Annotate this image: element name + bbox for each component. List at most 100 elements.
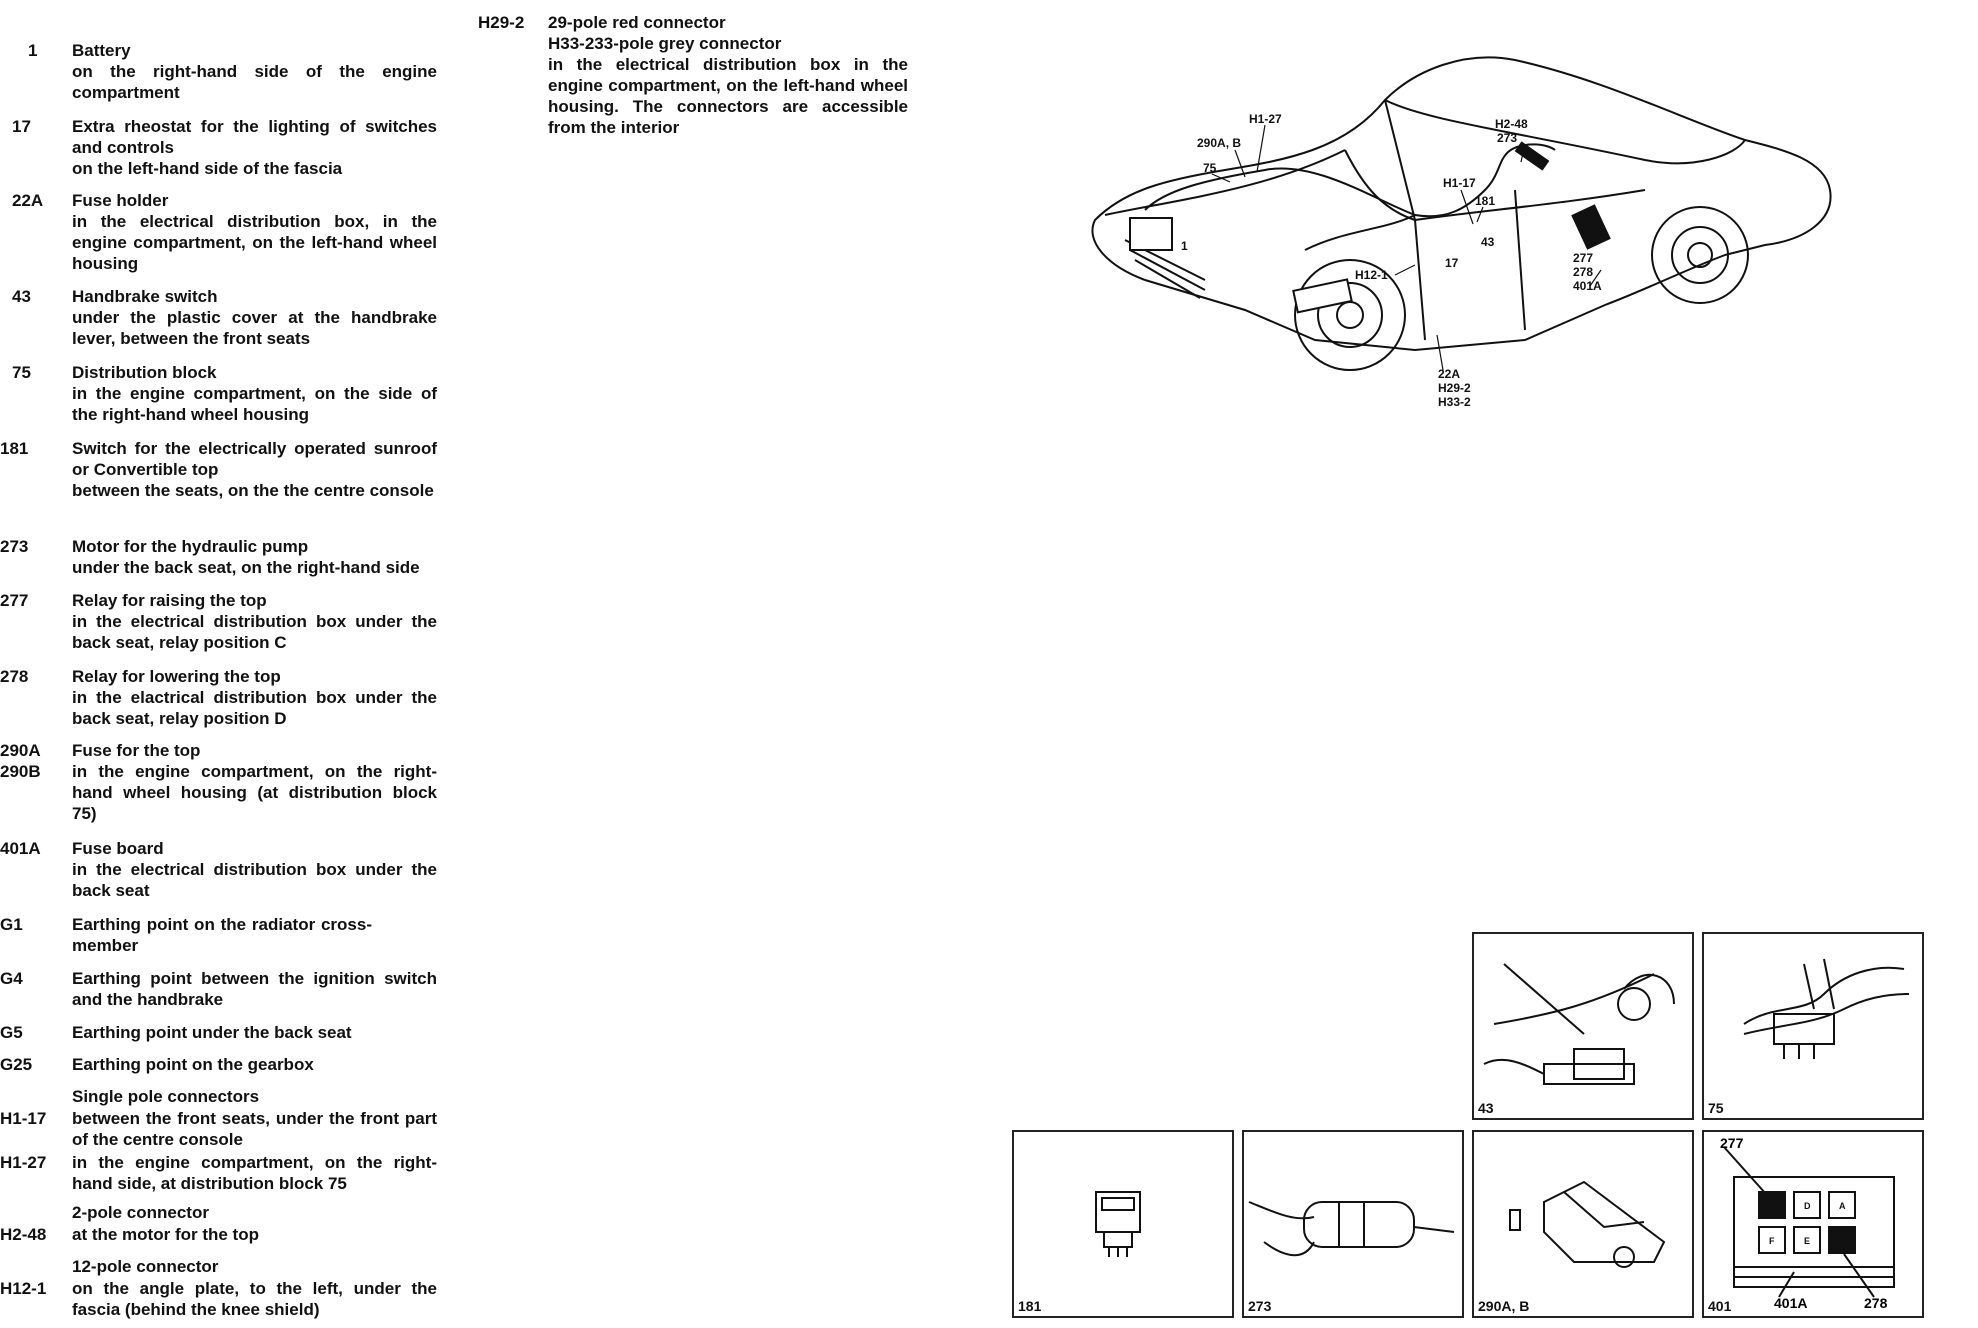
inset-caption: 75: [1708, 1100, 1724, 1116]
legend-code: 290A 290B: [0, 741, 41, 781]
legend-code: 17: [12, 117, 31, 136]
inset-181-sunroof-switch: 181: [1012, 1130, 1234, 1318]
inset-caption: 181: [1018, 1298, 1042, 1314]
label-h12-1: H12-1: [1355, 268, 1388, 282]
label-278: 278: [1573, 265, 1593, 279]
label-43: 43: [1481, 235, 1495, 249]
connector-line1: 29-pole red connector: [548, 13, 726, 32]
legend-code: 277: [0, 591, 29, 610]
battery-shape: [1129, 217, 1173, 251]
label-401a: 401A: [1573, 279, 1602, 293]
legend-title: 2-pole connector: [72, 1203, 209, 1222]
legend-title: Distribution block: [72, 363, 217, 382]
legend-desc: in the engine compartment, on the side o…: [72, 384, 437, 424]
relay-position-e: E: [1804, 1236, 1810, 1246]
legend-desc: under the back seat, on the right-hand s…: [72, 558, 420, 577]
legend-title: Fuse for the top: [72, 741, 201, 760]
legend-code: 75: [12, 363, 31, 382]
legend-title: at the motor for the top: [72, 1225, 259, 1244]
legend-title: 12-pole connector: [72, 1257, 219, 1276]
legend-code: 22A: [12, 191, 44, 210]
connector-code: H29-2: [478, 13, 525, 32]
legend-title: Motor for the hydraulic pump: [72, 537, 309, 556]
legend-title: in the engine compartment, on the right-…: [72, 1153, 437, 1193]
label-277: 277: [1573, 251, 1593, 265]
legend-code: H2-48: [0, 1225, 47, 1244]
inset-caption: 273: [1248, 1298, 1272, 1314]
inset-label-401a: 401A: [1774, 1295, 1807, 1311]
legend-desc: in the electrical distribution box under…: [72, 612, 437, 652]
label-h1-27: H1-27: [1249, 112, 1282, 126]
legend-code: G5: [0, 1023, 23, 1042]
label-75: 75: [1203, 161, 1217, 175]
label-h2-48: H2-48: [1495, 117, 1528, 131]
legend-title: Earthing point between the ignition swit…: [72, 969, 437, 1009]
inset-caption: 290A, B: [1478, 1298, 1530, 1314]
connector-line2: H33-233-pole grey connector: [548, 34, 782, 53]
legend-code: 278: [0, 667, 29, 686]
inset-caption: 43: [1478, 1100, 1494, 1116]
inset-label-278: 278: [1864, 1295, 1888, 1311]
car-wiring-diagram: H1-27 290A, B 75 1 H2-48 273 H1-17 181 4…: [1091, 56, 1832, 409]
label-22a: 22A: [1438, 367, 1460, 381]
legend-title: Switch for the electrically operated sun…: [72, 439, 437, 479]
legend-title: Extra rheostat for the lighting of switc…: [72, 117, 437, 157]
legend-title: Earthing point under the back seat: [72, 1023, 352, 1042]
distribution-block-drawing: [1743, 958, 1910, 1059]
inset-273-hydraulic-motor: 273: [1242, 1130, 1464, 1318]
legend-code: H1-17: [0, 1109, 47, 1128]
connector-desc: in the electrical distribution box in th…: [548, 55, 908, 137]
legend-desc: under the plastic cover at the handbrake…: [72, 308, 437, 348]
relay-position-d: D: [1804, 1201, 1811, 1211]
handbrake-switch-drawing: [1483, 963, 1675, 1085]
legend-code: 401A: [0, 839, 41, 858]
inset-290ab-fuse-location: 290A, B: [1472, 1130, 1694, 1318]
label-h33-2: H33-2: [1438, 395, 1471, 409]
label-h29-2: H29-2: [1438, 381, 1471, 395]
inset-401-fuse-board: D A F E 277 401A 278 401: [1702, 1130, 1924, 1318]
inset-75-distribution-block: 75: [1702, 932, 1924, 1120]
legend-desc: in the electrical distribution box, in t…: [72, 212, 437, 273]
legend-title: Relay for lowering the top: [72, 667, 281, 686]
legend-desc: on the left-hand side of the fascia: [72, 159, 343, 178]
hydraulic-motor-drawing: [1248, 1201, 1455, 1257]
legend-title: Battery: [72, 41, 131, 60]
legend-desc: in the engine compartment, on the right-…: [72, 762, 437, 823]
legend-title: between the front seats, under the front…: [72, 1109, 437, 1149]
legend-title: Earthing point on the radiator cross-mem…: [72, 915, 372, 955]
legend-code: H1-27: [0, 1153, 47, 1172]
legend-title: Handbrake switch: [72, 287, 218, 306]
sunroof-switch-drawing: [1095, 1191, 1141, 1257]
fuse-board-drawing: D A F E 277 401A 278: [1720, 1135, 1895, 1311]
legend-code: 1: [28, 41, 38, 60]
relay-position-f: F: [1769, 1236, 1775, 1246]
fuse-location-drawing: [1509, 1180, 1666, 1268]
legend-title: Earthing point on the gearbox: [72, 1055, 314, 1074]
legend-title: on the angle plate, to the left, under t…: [72, 1279, 437, 1319]
label-h1-17: H1-17: [1443, 176, 1476, 190]
legend-title: Single pole connectors: [72, 1087, 260, 1106]
legend-code: H12-1: [0, 1279, 47, 1298]
legend-title: Fuse holder: [72, 191, 169, 210]
legend-desc: between the seats, on the the centre con…: [72, 481, 434, 500]
legend-desc: in the elactrical distribution box under…: [72, 688, 437, 728]
legend-desc: on the right-hand side of the engine com…: [72, 62, 437, 102]
legend-title: Relay for raising the top: [72, 591, 267, 610]
legend-code: G4: [0, 969, 23, 988]
relay-position-a: A: [1839, 1201, 1846, 1211]
label-181: 181: [1475, 194, 1495, 208]
inset-caption: 401: [1708, 1298, 1732, 1314]
label-273: 273: [1497, 131, 1517, 145]
inset-label-277: 277: [1720, 1135, 1744, 1151]
legend-code: 181: [0, 439, 29, 458]
legend-code: 43: [12, 287, 31, 306]
label-17: 17: [1445, 256, 1459, 270]
legend-code: G25: [0, 1055, 33, 1074]
label-1: 1: [1181, 239, 1188, 253]
label-290ab: 290A, B: [1197, 136, 1241, 150]
legend-title: Fuse board: [72, 839, 164, 858]
legend-desc: in the electrical distribution box under…: [72, 860, 437, 900]
inset-43-handbrake-switch: 43: [1472, 932, 1694, 1120]
legend-code: 273: [0, 537, 29, 556]
legend-code: G1: [0, 915, 23, 934]
